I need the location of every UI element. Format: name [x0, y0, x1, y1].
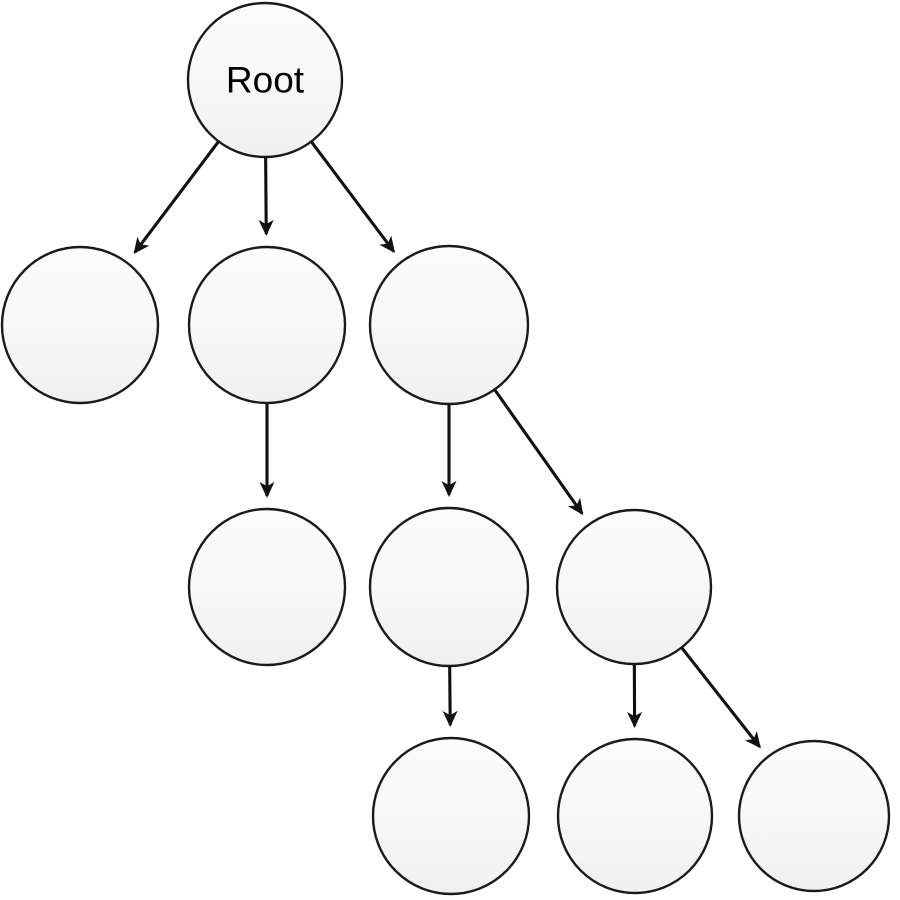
tree-edge-root-to-n2: [258, 156, 274, 237]
tree-node-n2[interactable]: [187, 245, 347, 405]
tree-node-circle-root[interactable]: [186, 1, 344, 159]
tree-node-circle-n6[interactable]: [555, 508, 713, 666]
tree-node-n6[interactable]: [555, 508, 713, 666]
tree-node-circle-n1[interactable]: [0, 245, 160, 405]
tree-edge-n3-to-n6: [493, 388, 584, 516]
tree-edge-n5-to-n7: [442, 665, 458, 728]
tree-node-circle-n8[interactable]: [556, 737, 714, 895]
edges-layer: [133, 140, 761, 749]
tree-node-n9[interactable]: [737, 739, 891, 893]
tree-node-circle-n3[interactable]: [368, 244, 530, 406]
tree-edge-root-to-n3: [310, 140, 395, 254]
tree-node-circle-n7[interactable]: [371, 736, 531, 896]
tree-node-n5[interactable]: [368, 506, 530, 668]
tree-node-n8[interactable]: [556, 737, 714, 895]
tree-edge-n6-to-n9: [680, 646, 761, 749]
tree-node-n3[interactable]: [368, 244, 530, 406]
tree-node-n4[interactable]: [187, 507, 347, 667]
tree-node-root[interactable]: Root: [186, 1, 344, 159]
tree-edge-root-to-n1: [133, 140, 220, 254]
tree-node-circle-n9[interactable]: [737, 739, 891, 893]
tree-node-circle-n2[interactable]: [187, 245, 347, 405]
tree-node-circle-n4[interactable]: [187, 507, 347, 667]
tree-node-circle-n5[interactable]: [368, 506, 530, 668]
tree-node-n1[interactable]: [0, 245, 160, 405]
tree-node-n7[interactable]: [371, 736, 531, 896]
